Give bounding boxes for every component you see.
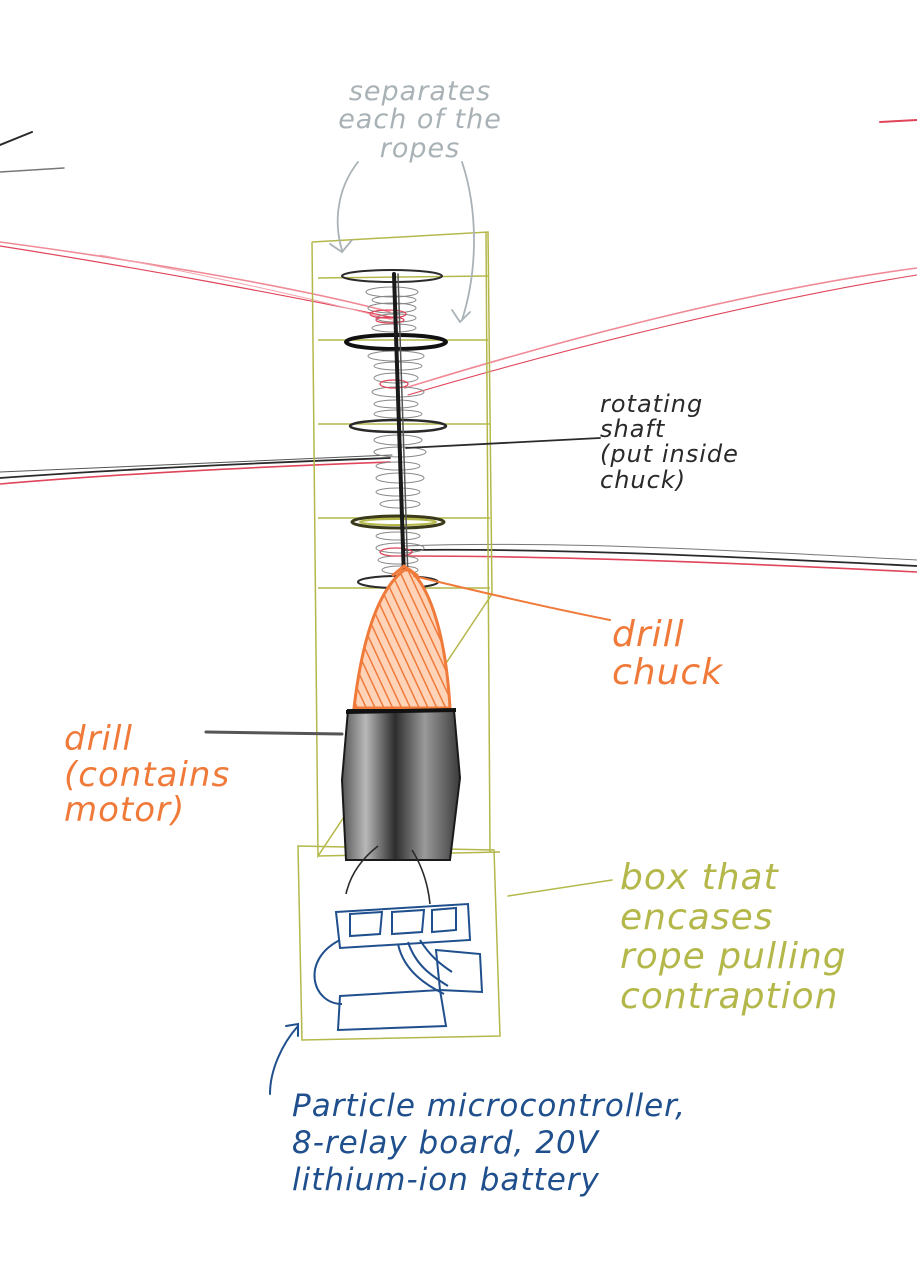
separates-arrow-left xyxy=(338,162,358,250)
relay-1 xyxy=(350,912,382,936)
wire-loop-left xyxy=(314,940,342,1004)
electronics-label: Particle microcontroller, 8-relay board,… xyxy=(292,1088,686,1200)
relay-3 xyxy=(432,908,456,932)
box-lower xyxy=(298,846,500,1040)
rope-top-right-fragment xyxy=(880,120,917,122)
separates-arrowhead-right xyxy=(452,310,470,322)
microcontroller xyxy=(436,950,482,992)
separates-arrow-right xyxy=(462,162,474,320)
battery xyxy=(338,990,446,1030)
ropes xyxy=(0,120,917,572)
chuck-leader xyxy=(414,576,610,620)
rope-top-left-fragment-2 xyxy=(0,168,64,172)
rope-upper-left-3 xyxy=(100,255,400,322)
shaft-leader xyxy=(406,438,600,448)
rope-upper-left xyxy=(0,242,390,312)
rope-lower-right-2 xyxy=(405,556,917,572)
drill-label: drill (contains motor) xyxy=(64,722,230,829)
rope-top-left-fragment xyxy=(0,132,32,145)
olive-disc-accent xyxy=(360,519,436,525)
electronics xyxy=(314,904,482,1030)
box-label: box that encases rope pulling contraptio… xyxy=(620,858,847,1016)
rope-middle-left-2 xyxy=(0,462,390,484)
electronics-arrow xyxy=(270,1026,298,1094)
rope-middle-left xyxy=(0,458,390,478)
drill-body xyxy=(342,710,460,860)
separates-label: separates each of the ropes xyxy=(300,78,540,163)
box-leader xyxy=(508,880,612,896)
drill-chuck-label: drill chuck xyxy=(612,616,723,692)
rope-lower-right xyxy=(405,550,917,566)
rope-lower-right-3 xyxy=(405,544,917,560)
rope-upper-right-2 xyxy=(408,275,917,395)
rope-upper-right xyxy=(405,268,917,388)
rope-upper-left-2 xyxy=(0,246,395,318)
relay-2 xyxy=(392,910,424,934)
rotating-shaft-label: rotating shaft (put inside chuck) xyxy=(600,392,739,493)
